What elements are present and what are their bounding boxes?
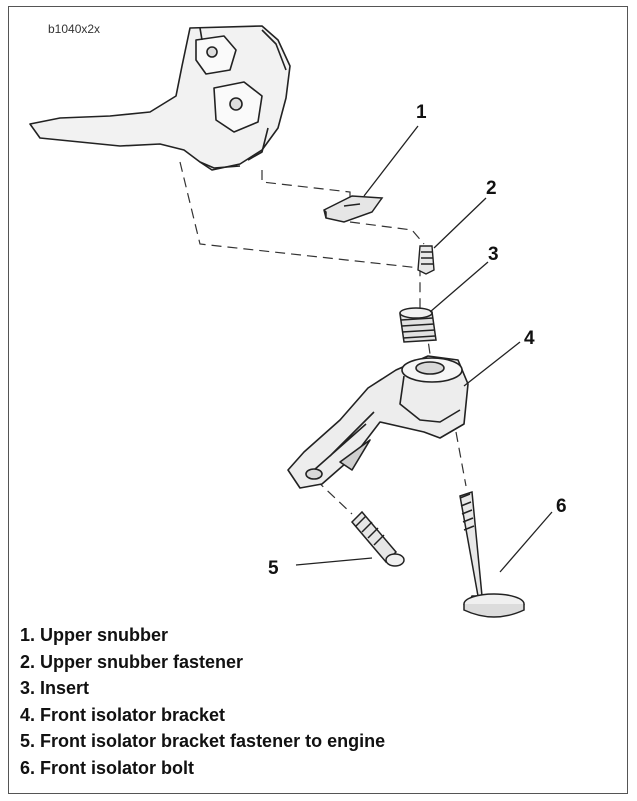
legend-item: 1. Upper snubber (20, 625, 169, 645)
parts-legend: 1. Upper snubber 2. Upper snubber fasten… (20, 622, 385, 781)
figure-id: b1040x2x (48, 22, 101, 36)
upper-snubber-fastener (417, 245, 435, 275)
upper-snubber (323, 195, 384, 223)
callout-1: 1 (416, 102, 427, 123)
callout-4: 4 (524, 328, 535, 349)
callout-5: 5 (268, 558, 279, 579)
legend-item: 4. Front isolator bracket (20, 704, 226, 725)
callout-2: 2 (486, 178, 497, 199)
legend-item: 5. Front isolator bracket fastener to en… (20, 731, 386, 751)
legend-item: 3. Insert (20, 678, 90, 698)
callout-3: 3 (488, 244, 499, 265)
callout-6: 6 (556, 496, 567, 517)
leader-lines (295, 125, 553, 573)
front-isolator-bracket (287, 355, 469, 489)
insert (399, 307, 437, 343)
assembly-lines (179, 161, 467, 515)
bracket-fastener (350, 510, 405, 567)
legend-item: 2. Upper snubber fastener (20, 651, 244, 672)
engine-casting (29, 25, 291, 171)
legend-item: 6. Front isolator bolt (20, 757, 194, 778)
front-isolator-bolt (459, 490, 525, 618)
